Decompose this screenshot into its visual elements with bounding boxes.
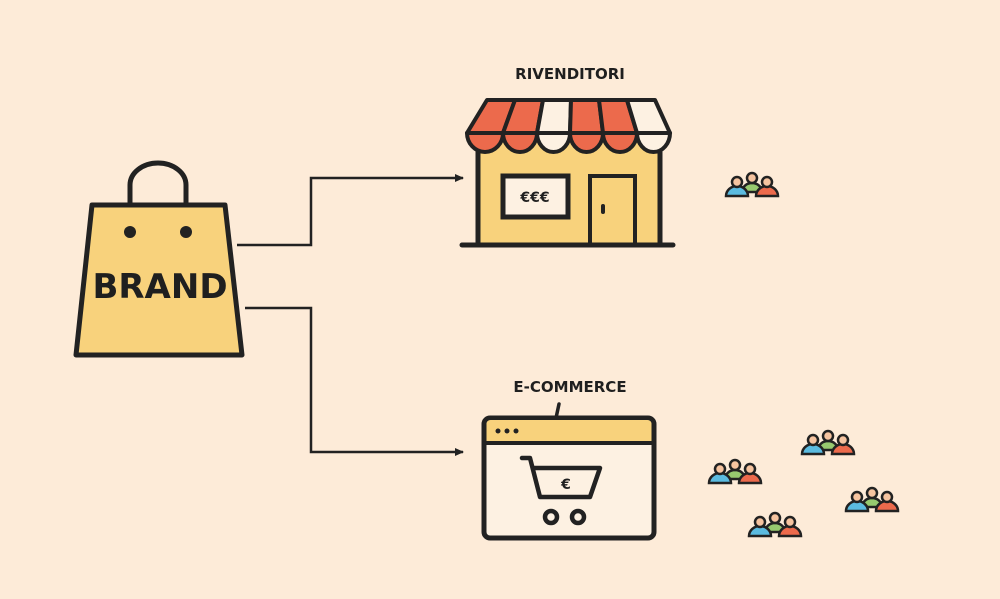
ecommerce-customers-icon: [747, 511, 803, 538]
store-window-text: €€€: [519, 190, 549, 206]
retail-customers-icon: [724, 171, 780, 198]
ecommerce-customers-icon: [707, 458, 763, 485]
retail-label: RIVENDITORI: [515, 65, 625, 83]
arrow-to-retail: [237, 174, 464, 247]
cart-currency-text: €: [560, 477, 571, 493]
shopping-cart-icon: [519, 455, 603, 526]
arrow-to-ecommerce: [245, 306, 464, 456]
ecommerce-customers-icon: [800, 429, 856, 456]
store-icon: [459, 98, 676, 248]
browser-window-icon: [481, 402, 657, 541]
ecommerce-customers-icon: [844, 486, 900, 513]
brand-bag-icon: [73, 160, 245, 358]
brand-label: BRAND: [92, 267, 227, 307]
ecommerce-label: E-COMMERCE: [513, 378, 626, 396]
